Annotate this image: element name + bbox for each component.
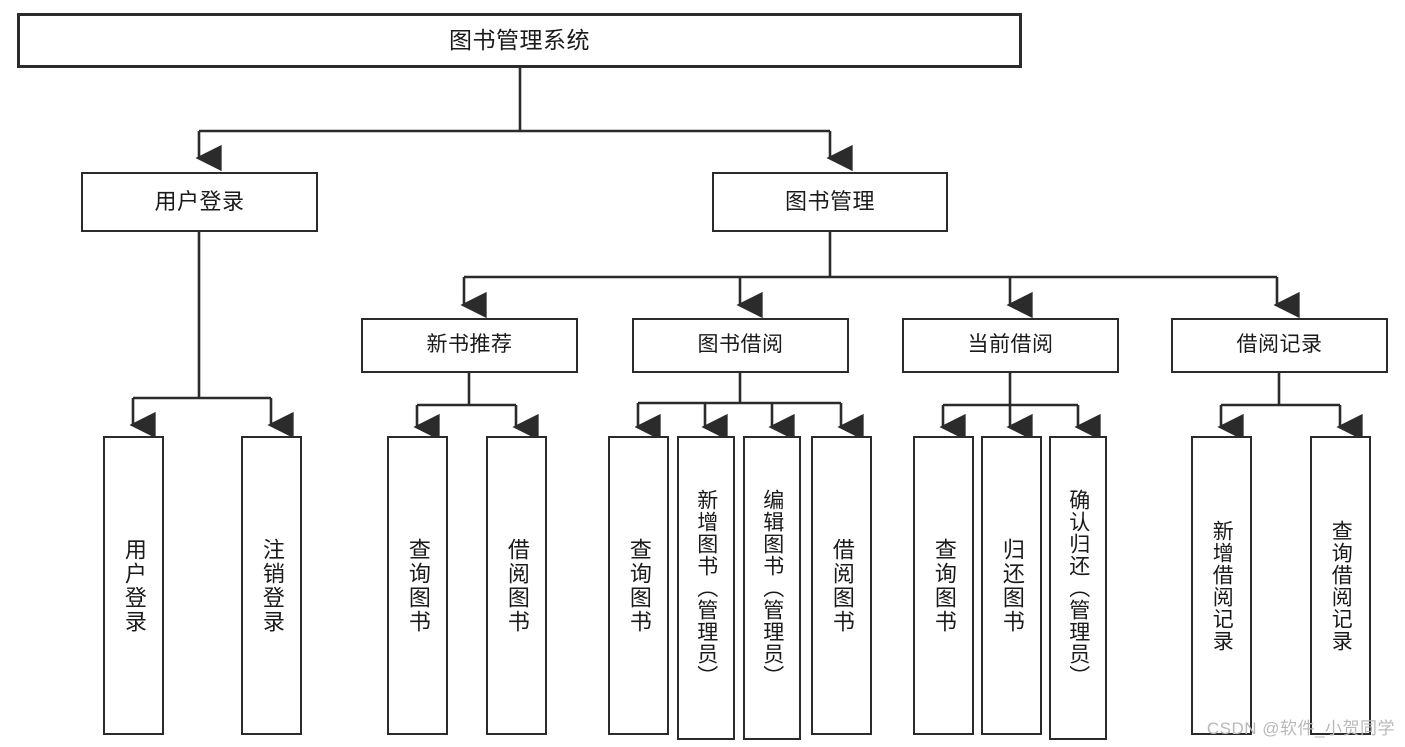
node-label: 查询借阅记录 xyxy=(1329,519,1353,652)
leaf-add-book[interactable]: 新增图书（管理员） xyxy=(677,436,735,740)
leaf-add-borrow-record[interactable]: 新增借阅记录 xyxy=(1191,436,1252,735)
node-book-borrow[interactable]: 图书借阅 xyxy=(632,318,849,373)
node-borrow-record[interactable]: 借阅记录 xyxy=(1171,318,1388,373)
leaf-return-book[interactable]: 归还图书 xyxy=(981,436,1042,735)
leaf-query-book-borrow[interactable]: 查询图书 xyxy=(608,436,669,735)
node-label: 查询图书 xyxy=(405,537,431,634)
leaf-query-borrow-record[interactable]: 查询借阅记录 xyxy=(1310,436,1371,735)
node-label: 查询图书 xyxy=(626,537,652,634)
node-current-borrow[interactable]: 当前借阅 xyxy=(902,318,1119,373)
node-label: 图书管理系统 xyxy=(449,26,590,53)
node-label: 当前借阅 xyxy=(967,333,1054,357)
csdn-watermark: CSDN @软件_小贺同学 xyxy=(1206,719,1395,738)
node-label: 用户登录 xyxy=(121,537,147,634)
leaf-logout-login[interactable]: 注销登录 xyxy=(241,436,302,735)
leaf-borrow-book-recommend[interactable]: 借阅图书 xyxy=(486,436,547,735)
node-label: 借阅图书 xyxy=(504,537,530,634)
node-root-system[interactable]: 图书管理系统 xyxy=(17,13,1022,68)
node-label: 新书推荐 xyxy=(426,333,513,357)
node-label: 借阅记录 xyxy=(1236,333,1323,357)
leaf-borrow-book[interactable]: 借阅图书 xyxy=(811,436,872,735)
leaf-query-book-recommend[interactable]: 查询图书 xyxy=(387,436,448,735)
leaf-query-book-current[interactable]: 查询图书 xyxy=(913,436,974,735)
node-label: 确认归还（管理员） xyxy=(1066,489,1090,687)
leaf-user-login[interactable]: 用户登录 xyxy=(103,436,164,735)
node-label: 图书管理 xyxy=(784,189,875,215)
leaf-edit-book[interactable]: 编辑图书（管理员） xyxy=(743,436,801,740)
node-label: 新增图书（管理员） xyxy=(694,489,718,687)
node-label: 归还图书 xyxy=(999,537,1025,634)
node-user-login[interactable]: 用户登录 xyxy=(81,172,318,232)
node-label: 图书借阅 xyxy=(697,333,784,357)
node-label: 新增借阅记录 xyxy=(1210,519,1234,652)
node-book-manage[interactable]: 图书管理 xyxy=(712,172,948,232)
node-label: 编辑图书（管理员） xyxy=(760,489,784,687)
leaf-confirm-return[interactable]: 确认归还（管理员） xyxy=(1049,436,1107,740)
node-label: 查询图书 xyxy=(931,537,957,634)
node-label: 用户登录 xyxy=(154,189,245,215)
node-label: 注销登录 xyxy=(259,537,285,634)
node-label: 借阅图书 xyxy=(829,537,855,634)
node-new-book-recommend[interactable]: 新书推荐 xyxy=(361,318,578,373)
